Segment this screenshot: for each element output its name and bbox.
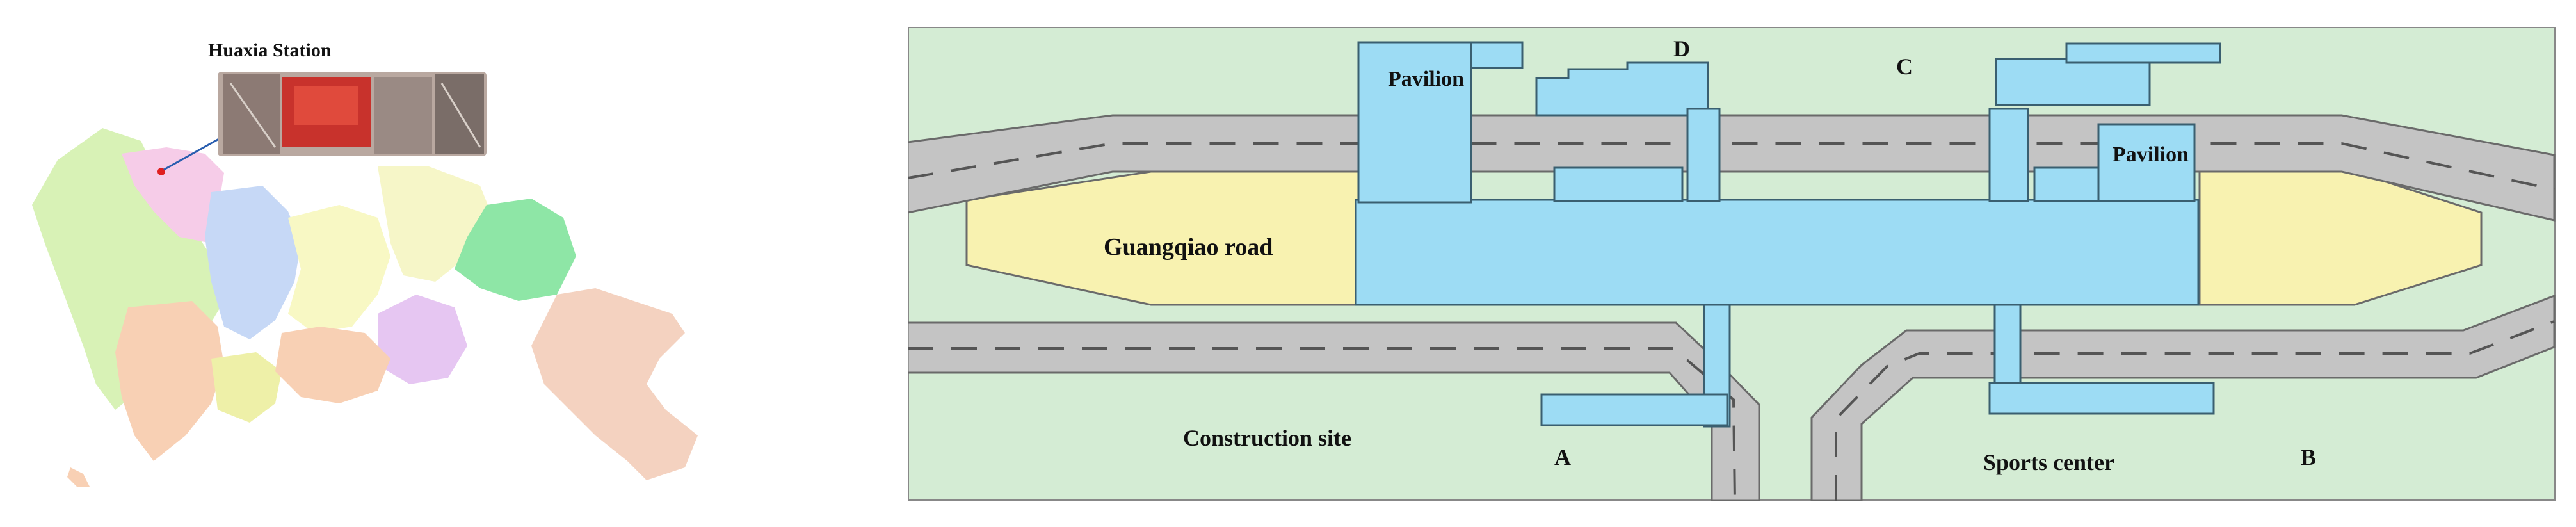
station-structure bbox=[1355, 41, 2221, 428]
island bbox=[67, 467, 90, 487]
district-longhua bbox=[288, 205, 390, 333]
district-green bbox=[455, 199, 576, 301]
district-east-mid bbox=[275, 327, 390, 403]
sports-center-label: Sports center bbox=[1983, 450, 2114, 475]
pavilion-left-block bbox=[1357, 41, 1472, 204]
entrance-b-block bbox=[1988, 382, 2215, 415]
entrance-c-top bbox=[2065, 42, 2221, 64]
district-south-west bbox=[115, 301, 224, 461]
road-top-centerline bbox=[907, 142, 2555, 191]
connector-top-left bbox=[1686, 108, 1721, 202]
overview-map-svg: Huaxia Station bbox=[32, 40, 698, 487]
site-plan-panel: Pavilion Pavilion Guangqiao road Constru… bbox=[906, 27, 2556, 502]
zone-b-label: B bbox=[2301, 444, 2316, 470]
entrance-d-block bbox=[1535, 61, 1709, 117]
station-photo bbox=[218, 72, 487, 156]
road-bottom-right-centerline bbox=[1835, 320, 2555, 501]
station-title: Huaxia Station bbox=[208, 40, 332, 61]
entrance-c-block bbox=[1995, 58, 2151, 106]
district-central bbox=[205, 186, 301, 339]
station-marker bbox=[157, 168, 165, 175]
construction-site-label: Construction site bbox=[1183, 425, 1351, 451]
pavilion-right-label: Pavilion bbox=[2113, 143, 2189, 166]
pavilion-left-label: Pavilion bbox=[1388, 67, 1464, 91]
connector-top-right bbox=[1988, 108, 2029, 202]
district-north bbox=[122, 147, 224, 243]
district-east bbox=[531, 288, 698, 480]
pavilion-left-wing bbox=[1470, 41, 1524, 69]
zone-d-label: D bbox=[1673, 36, 1690, 61]
entrance-a-block bbox=[1540, 393, 1728, 426]
road-label: Guangqiao road bbox=[1104, 234, 1273, 261]
zone-c-label: C bbox=[1896, 54, 1913, 79]
concourse-block-left bbox=[1553, 166, 1684, 202]
overview-map-panel: Huaxia Station bbox=[19, 26, 723, 512]
pavilion-right-label-box bbox=[2102, 129, 2183, 175]
district-purple bbox=[378, 295, 467, 384]
site-plan-svg: Pavilion Pavilion Guangqiao road Constru… bbox=[906, 27, 2556, 502]
zone-a-label: A bbox=[1554, 444, 1571, 470]
district-south-yellow bbox=[211, 352, 282, 423]
station-main-body bbox=[1355, 199, 2200, 306]
